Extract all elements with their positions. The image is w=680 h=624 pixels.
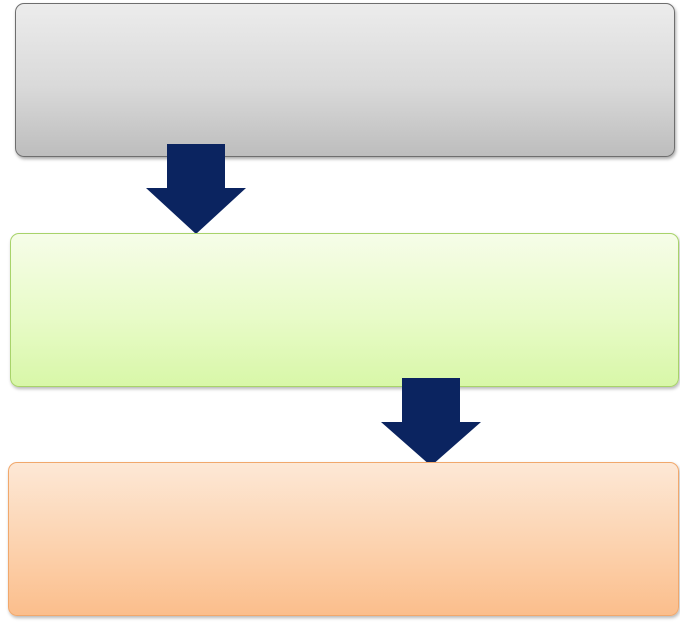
flow-step-3: [8, 462, 679, 616]
down-arrow-icon: [146, 144, 246, 234]
connector-2-arrow: [381, 378, 481, 466]
connector-1-arrow: [146, 144, 246, 234]
down-arrow-icon: [381, 378, 481, 466]
flow-step-2: [10, 233, 679, 387]
flow-step-1: [15, 3, 675, 157]
